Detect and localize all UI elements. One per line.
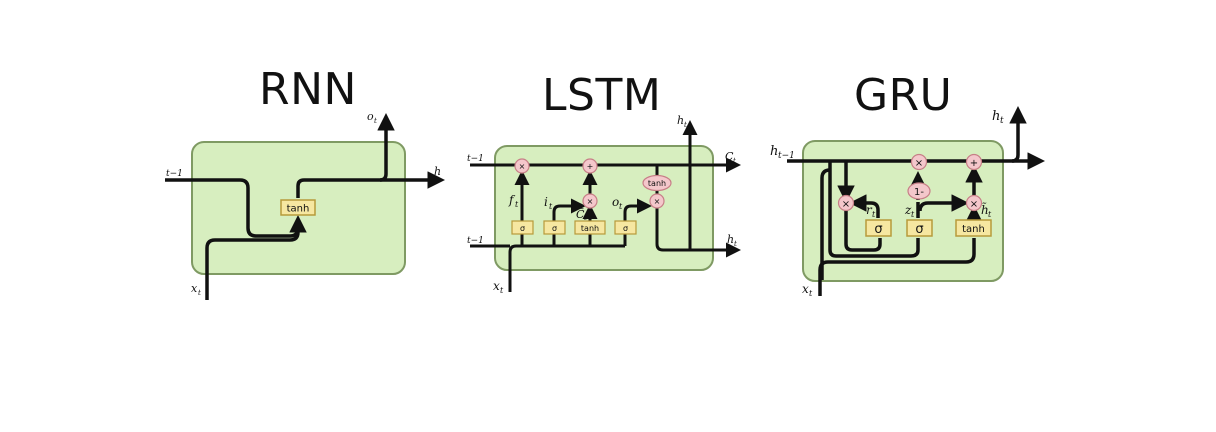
lstm-cand-gate — [574, 220, 606, 235]
gru-h-out-sub: t — [1000, 116, 1004, 126]
lstm-add-op-label: + — [587, 162, 594, 171]
gru-x-sub: t — [809, 289, 813, 298]
gru-one-minus-op — [907, 182, 931, 200]
gru-cell-box — [802, 140, 1004, 282]
lstm-f-sub: t — [515, 200, 519, 209]
lstm-c-out-sub: t — [733, 157, 736, 165]
gru-r-to-mult — [849, 194, 880, 218]
rnn-h-out-label: h — [434, 165, 441, 178]
rnn-o-out-arrow — [377, 113, 395, 182]
lstm-hprev-label: t−1 — [467, 236, 484, 246]
lstm-output-gate-label: σ — [623, 224, 628, 233]
lstm-cprev-label: t−1 — [467, 154, 484, 164]
lstm-cell: σ σ tanh σ × + × tanh × t−1 t−1 C t h t … — [467, 114, 741, 295]
lstm-h-top-label: h — [677, 114, 684, 127]
gru-update-mult — [910, 153, 928, 171]
rnn-title: RNN — [259, 64, 357, 115]
gru-hprev-to-z — [828, 161, 920, 258]
gru-tanh-gate-label: tanh — [962, 224, 985, 235]
gru-add-op — [965, 153, 983, 171]
lstm-i-sub: t — [549, 202, 553, 211]
gru-update-mult-label: × — [915, 158, 923, 169]
lstm-input-mult — [582, 193, 598, 209]
lstm-h-right-sub: t — [734, 240, 737, 248]
rnn-x-sub: t — [198, 289, 201, 297]
gru-z-label: z — [904, 203, 912, 217]
gru-cell: σ σ tanh × × 1- × + h t−1 h t x t r t z … — [770, 106, 1045, 298]
gru-cand-mult — [965, 194, 983, 212]
lstm-forget-gate-label: σ — [520, 224, 525, 233]
lstm-ctilde-label: C̃ — [576, 208, 585, 221]
gru-h-out-label: h — [992, 109, 1000, 124]
lstm-c-out-label: C — [725, 150, 734, 163]
lstm-output-mult-label: × — [654, 197, 661, 206]
gru-reset-mult-label: × — [842, 199, 850, 210]
lstm-input-mult-label: × — [587, 197, 594, 206]
gru-z-to-cand-mult — [918, 194, 969, 212]
gru-reset-mult-down — [844, 210, 882, 252]
lstm-h-right-label: h — [727, 233, 734, 246]
lstm-forget-gate — [511, 220, 534, 235]
rnn-o-sub: t — [374, 117, 377, 125]
lstm-ctilde-sub: t — [584, 214, 587, 222]
gru-htilde-sub: t — [988, 210, 992, 219]
lstm-output-path — [623, 198, 652, 246]
gru-hprev-sub: t−1 — [778, 151, 795, 161]
lstm-x-sub: t — [500, 286, 504, 295]
rnn-out-path — [296, 178, 380, 198]
rnn-x-path — [205, 215, 307, 300]
lstm-h-out-line — [655, 208, 741, 258]
gru-cand-mult-label: × — [970, 199, 978, 210]
gru-z-sub: t — [911, 210, 915, 219]
gru-one-minus-label: 1- — [914, 187, 924, 198]
lstm-output-mult — [649, 193, 665, 209]
gru-reset-gate-label: σ — [874, 222, 882, 237]
lstm-o-sub: t — [619, 202, 623, 211]
lstm-i-label: i — [544, 195, 548, 209]
gru-hprev-label: h — [770, 144, 778, 159]
gru-reset-gate — [865, 219, 892, 237]
lstm-o-label: o — [612, 195, 619, 209]
rnn-tanh-gate — [280, 199, 316, 216]
gru-htilde-label: h̃ — [981, 201, 989, 217]
lstm-x-label: x — [493, 279, 500, 293]
gru-update-gate-label: σ — [915, 222, 923, 237]
rnn-o-label: o — [367, 110, 374, 123]
gru-h-up-arrow — [1009, 106, 1027, 163]
lstm-x-line — [508, 244, 625, 292]
lstm-h-top-sub: t — [684, 121, 687, 129]
lstm-title: LSTM — [542, 70, 662, 121]
gru-r-sub: t — [872, 210, 876, 219]
lstm-tanh-op-label: tanh — [648, 179, 666, 188]
gru-title: GRU — [854, 70, 953, 121]
rnn-cell: tanh t−1 x t o t h — [165, 110, 445, 300]
lstm-forget-mult — [514, 158, 530, 174]
gru-tanh-gate — [955, 219, 992, 237]
gru-reset-mult — [837, 194, 855, 212]
gru-x-label: x — [802, 282, 809, 296]
lstm-f-label: f — [508, 193, 516, 207]
lstm-add-op — [582, 158, 598, 174]
rnn-x-label: x — [191, 282, 198, 295]
gru-update-gate — [906, 219, 933, 237]
lstm-tanh-op — [642, 174, 672, 192]
gru-add-op-label: + — [970, 158, 978, 169]
lstm-input-gate-label: σ — [552, 224, 557, 233]
lstm-cand-gate-label: tanh — [581, 224, 599, 233]
rnn-hprev-label: t−1 — [166, 169, 183, 179]
gru-r-label: r — [866, 203, 873, 217]
rnn-tanh-label: tanh — [287, 204, 310, 215]
lstm-input-path — [552, 198, 586, 246]
lstm-output-gate — [614, 220, 637, 235]
lstm-forget-mult-label: × — [519, 162, 526, 171]
lstm-input-gate — [543, 220, 566, 235]
